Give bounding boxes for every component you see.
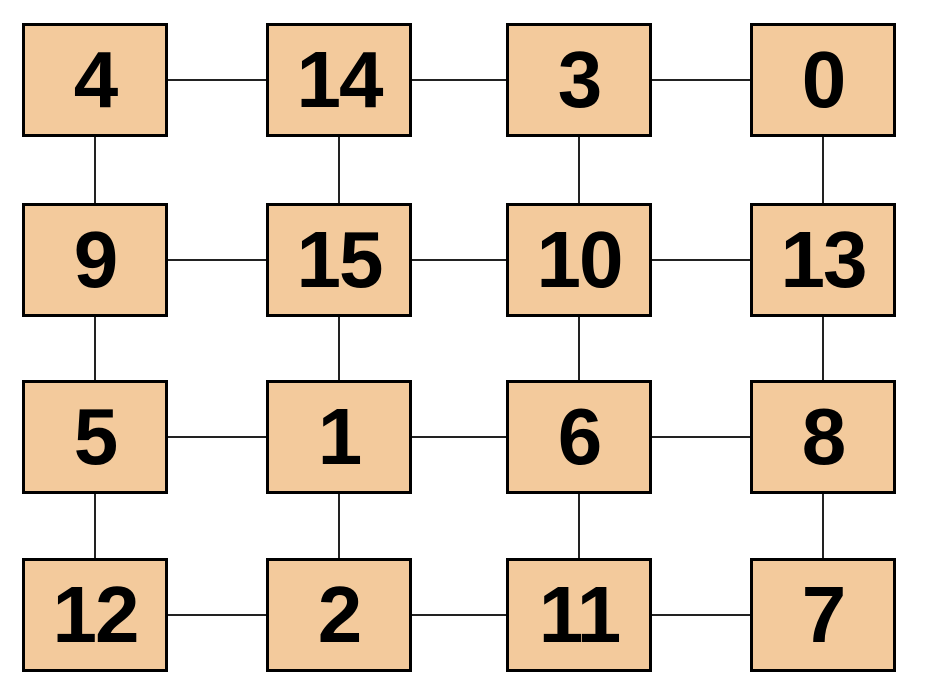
graph-node-10: 10 bbox=[506, 203, 652, 317]
node-label: 2 bbox=[317, 570, 362, 659]
node-label: 15 bbox=[296, 215, 384, 304]
node-label: 7 bbox=[801, 570, 846, 659]
graph-node-1: 1 bbox=[266, 380, 412, 494]
node-label: 1 bbox=[317, 392, 362, 481]
node-label: 0 bbox=[801, 35, 846, 124]
graph-node-3: 3 bbox=[506, 23, 652, 137]
node-label: 14 bbox=[296, 35, 384, 124]
graph-node-14: 14 bbox=[266, 23, 412, 137]
graph-node-9: 9 bbox=[22, 203, 168, 317]
graph-node-2: 2 bbox=[266, 558, 412, 672]
node-label: 3 bbox=[557, 35, 602, 124]
graph-node-5: 5 bbox=[22, 380, 168, 494]
node-label: 5 bbox=[73, 392, 118, 481]
node-label: 11 bbox=[538, 570, 622, 659]
node-label: 10 bbox=[536, 215, 624, 304]
node-label: 12 bbox=[52, 570, 140, 659]
node-label: 6 bbox=[557, 392, 602, 481]
graph-node-13: 13 bbox=[750, 203, 896, 317]
graph-node-15: 15 bbox=[266, 203, 412, 317]
graph-node-12: 12 bbox=[22, 558, 168, 672]
node-label: 4 bbox=[73, 35, 118, 124]
node-label: 9 bbox=[73, 215, 118, 304]
graph-node-11: 11 bbox=[506, 558, 652, 672]
graph-node-4: 4 bbox=[22, 23, 168, 137]
graph-node-6: 6 bbox=[506, 380, 652, 494]
graph-node-8: 8 bbox=[750, 380, 896, 494]
graph-node-0: 0 bbox=[750, 23, 896, 137]
node-label: 13 bbox=[780, 215, 868, 304]
graph-node-7: 7 bbox=[750, 558, 896, 672]
node-label: 8 bbox=[801, 392, 846, 481]
